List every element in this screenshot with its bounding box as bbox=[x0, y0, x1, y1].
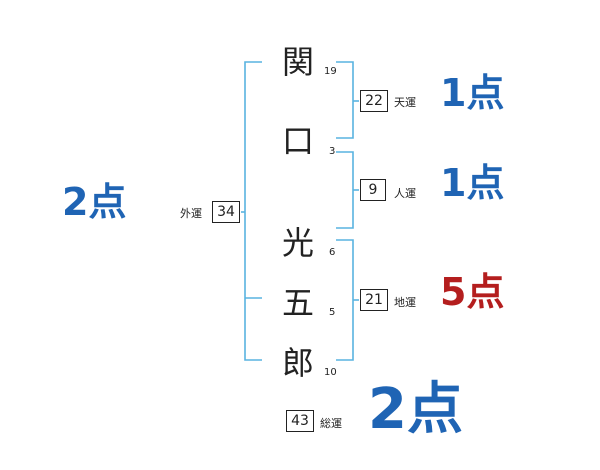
ten-bracket bbox=[336, 61, 354, 139]
gai-fortune-value: 34 bbox=[212, 201, 240, 223]
sou-fortune-label: 総運 bbox=[320, 417, 342, 430]
chi-bracket bbox=[336, 239, 354, 361]
ten-fortune-label: 天運 bbox=[394, 96, 416, 109]
jin-bracket bbox=[336, 151, 354, 229]
name-char-2: 口 bbox=[282, 122, 315, 160]
chi-fortune-score: 5点 bbox=[440, 270, 505, 314]
sou-fortune-score: 2点 bbox=[368, 377, 463, 442]
jin-fortune-value: 9 bbox=[360, 179, 386, 201]
gai-fortune-label: 外運 bbox=[180, 207, 202, 220]
stroke-count-4: 5 bbox=[329, 307, 336, 318]
gai-fortune-score: 2点 bbox=[62, 180, 127, 224]
sou-fortune-value: 43 bbox=[286, 410, 314, 432]
ten-fortune-score: 1点 bbox=[440, 71, 505, 115]
name-char-1: 関 bbox=[282, 43, 315, 81]
chi-fortune-value: 21 bbox=[360, 289, 388, 311]
stroke-count-5: 10 bbox=[324, 367, 337, 378]
ten-fortune-value: 22 bbox=[360, 90, 388, 112]
name-char-4: 五 bbox=[282, 284, 315, 322]
stroke-count-3: 6 bbox=[329, 247, 336, 258]
jin-fortune-label: 人運 bbox=[394, 187, 416, 200]
left-bracket bbox=[244, 61, 262, 361]
name-char-5: 郎 bbox=[282, 344, 315, 382]
jin-fortune-score: 1点 bbox=[440, 161, 505, 205]
chi-fortune-label: 地運 bbox=[394, 296, 416, 309]
name-char-3: 光 bbox=[282, 224, 315, 262]
stroke-count-1: 19 bbox=[324, 66, 337, 77]
stroke-count-2: 3 bbox=[329, 146, 336, 157]
